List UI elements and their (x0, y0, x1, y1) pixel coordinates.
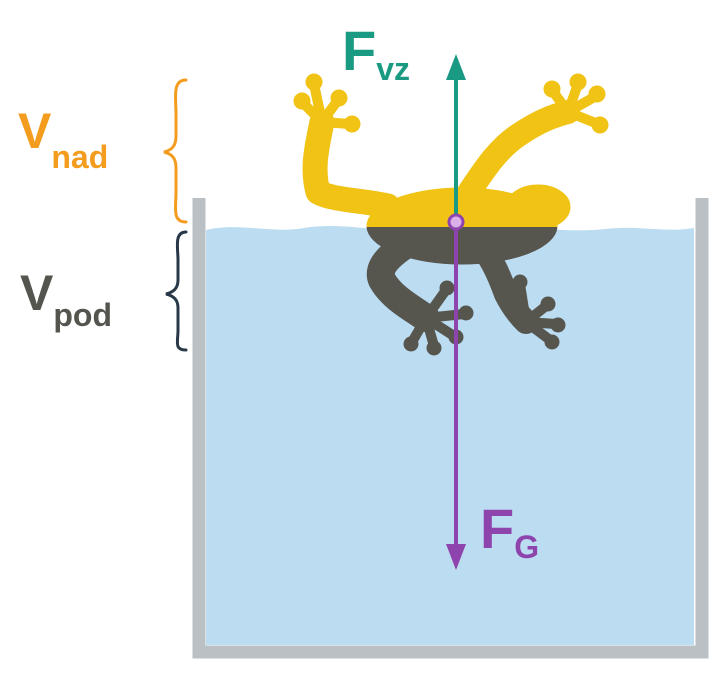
center-of-mass-point (447, 213, 465, 231)
container (192, 198, 709, 659)
brace-volume-below (165, 230, 188, 352)
label-buoyant-force: Fvz (342, 19, 410, 87)
buoyant-force-arrowhead (446, 54, 466, 80)
gravity-force-arrowhead (446, 544, 466, 570)
brace-volume-above (163, 78, 188, 224)
label-volume-above: Vnad (18, 103, 108, 175)
label-volume-below: Vpod (20, 265, 112, 333)
label-gravity-force: FG (480, 497, 539, 565)
water (206, 226, 694, 646)
